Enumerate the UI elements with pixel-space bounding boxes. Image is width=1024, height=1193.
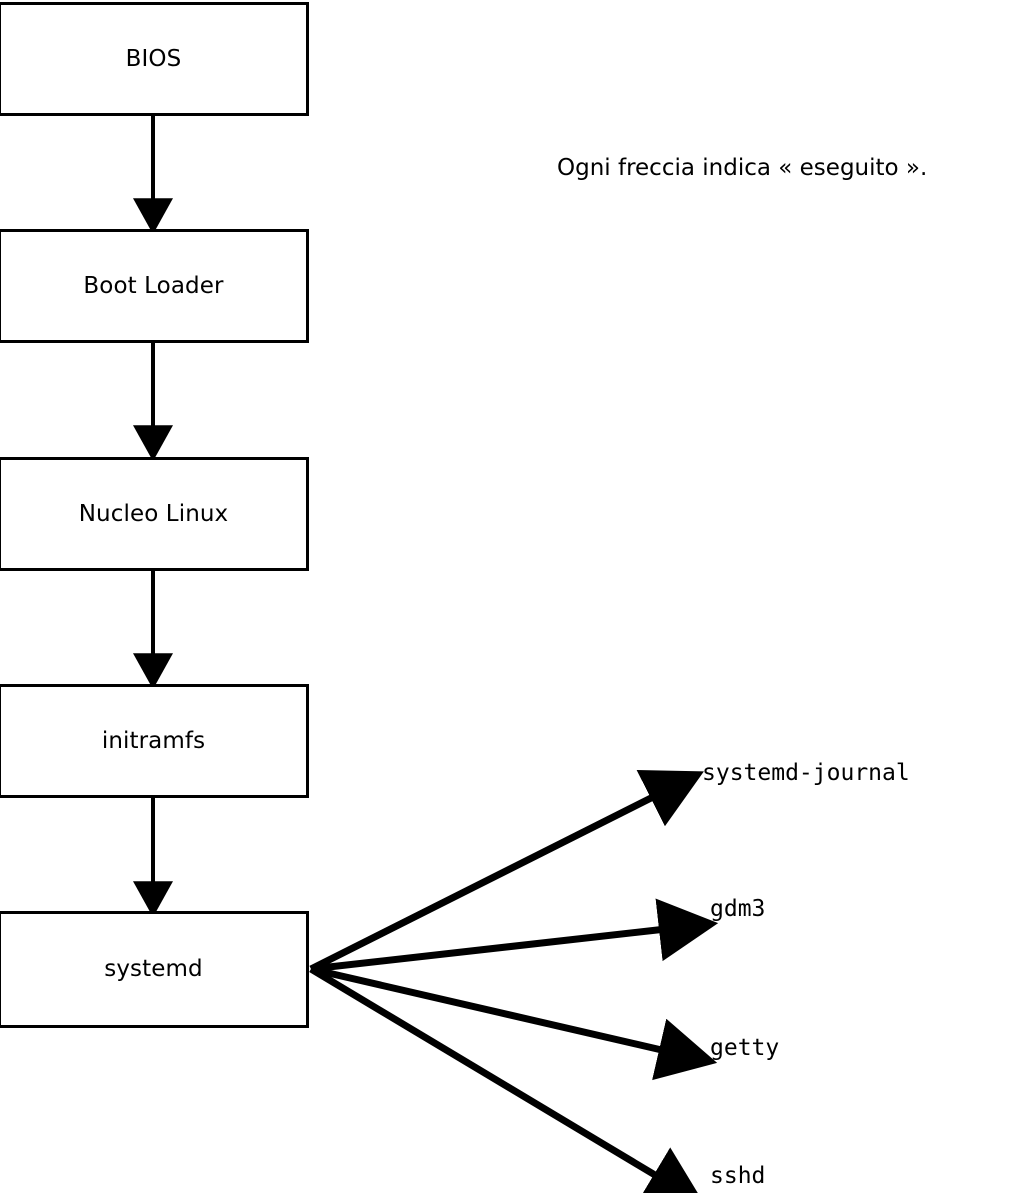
arrow-systemd-to-getty — [310, 965, 718, 1081]
service-label-sshd: sshd — [710, 1163, 766, 1189]
node-box-bios[interactable]: BIOS — [0, 2, 309, 116]
node-label-nucleo-linux: Nucleo Linux — [78, 500, 229, 527]
arrow-systemd-to-gdm3 — [310, 898, 719, 973]
node-box-nucleo-linux[interactable]: Nucleo Linux — [0, 457, 309, 571]
node-label-bios: BIOS — [125, 45, 182, 72]
node-box-boot-loader[interactable]: Boot Loader — [0, 229, 309, 343]
node-label-boot-loader: Boot Loader — [83, 272, 224, 299]
node-box-initramfs[interactable]: initramfs — [0, 684, 309, 798]
service-label-getty: getty — [710, 1035, 780, 1061]
arrow-systemd-to-sshd — [309, 965, 706, 1193]
arrow-systemd-to-systemd-journal — [309, 770, 704, 973]
service-label-gdm3: gdm3 — [710, 896, 766, 922]
node-label-systemd: systemd — [104, 956, 203, 982]
caption-arrow-meaning: Ogni freccia indica « eseguito ». — [557, 155, 928, 181]
node-box-systemd[interactable]: systemd — [0, 911, 309, 1028]
node-label-initramfs: initramfs — [101, 727, 206, 754]
service-label-systemd-journal: systemd-journal — [702, 760, 910, 786]
